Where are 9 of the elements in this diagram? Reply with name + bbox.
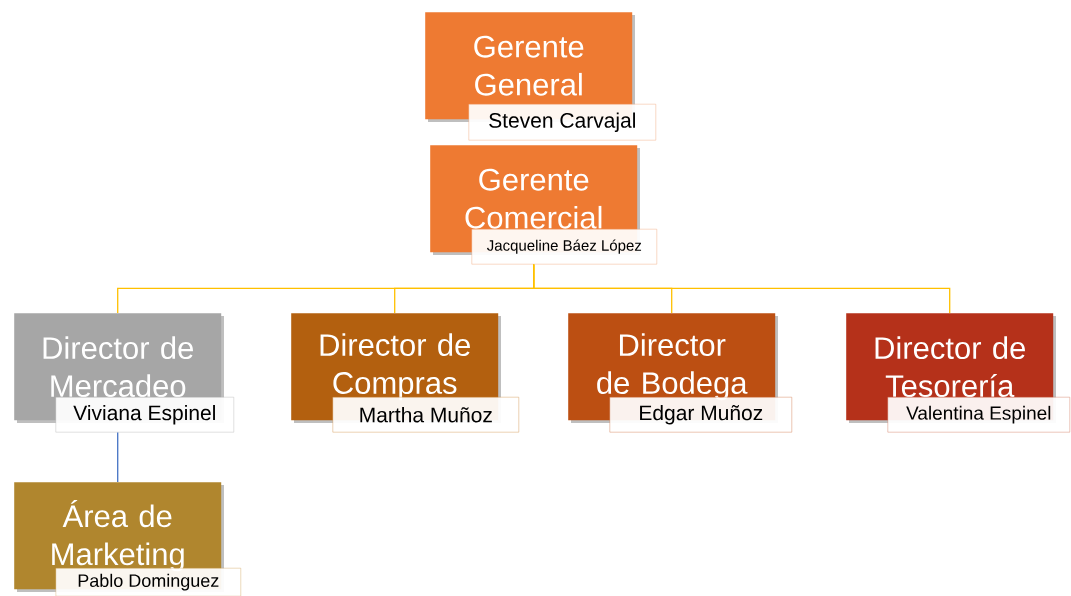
name-label: Steven Carvajal: [468, 104, 656, 141]
connector-line: [117, 431, 119, 483]
name-label: Martha Muñoz: [332, 397, 519, 433]
name-label: Pablo Dominguez: [55, 568, 241, 596]
name-label: Valentina Espinel: [887, 397, 1070, 433]
name-label: Viviana Espinel: [55, 397, 234, 433]
name-label: Jacqueline Báez López: [471, 229, 657, 265]
connector-line: [533, 263, 951, 314]
name-label: Edgar Muñoz: [609, 397, 792, 433]
